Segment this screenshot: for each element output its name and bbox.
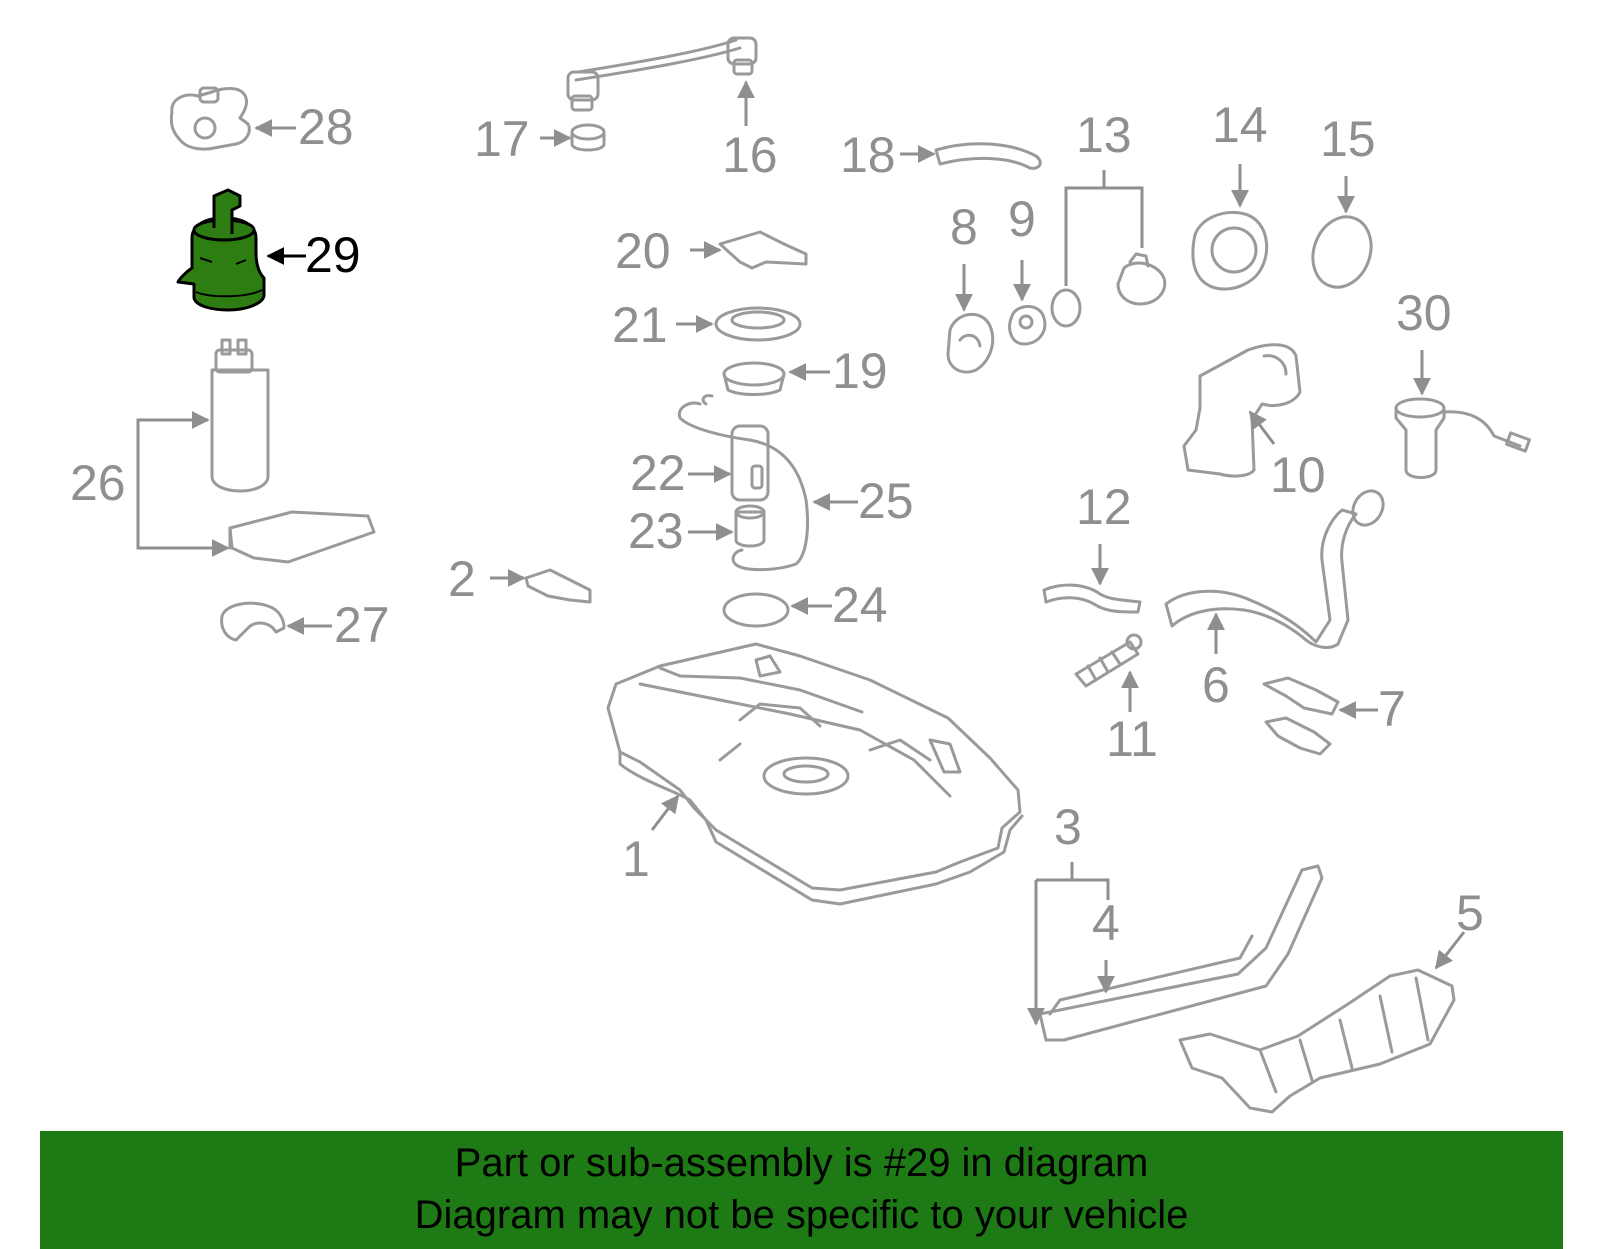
part-11-breather-hose xyxy=(1074,633,1143,688)
leader-3 xyxy=(1034,862,1110,1010)
label-26: 26 xyxy=(70,455,126,511)
label-1: 1 xyxy=(622,831,650,887)
part-13-gasket xyxy=(1050,288,1082,328)
label-22: 22 xyxy=(630,445,686,501)
label-23: 23 xyxy=(628,503,684,559)
part-18-hose xyxy=(934,142,1042,170)
label-30: 30 xyxy=(1396,285,1452,341)
part-7-bracket xyxy=(1262,676,1340,756)
notice-banner: Part or sub-assembly is #29 in diagram D… xyxy=(40,1131,1563,1249)
label-2: 2 xyxy=(448,551,476,607)
part-9-grommet xyxy=(1008,305,1047,346)
label-3: 3 xyxy=(1054,799,1082,855)
leader-26 xyxy=(136,418,226,550)
part-15-ring xyxy=(1311,215,1373,289)
label-28: 28 xyxy=(298,99,354,155)
label-8: 8 xyxy=(950,199,978,255)
label-5: 5 xyxy=(1456,885,1484,941)
part-2-bracket xyxy=(524,568,592,604)
part-14-filler-housing xyxy=(1191,210,1269,291)
label-18: 18 xyxy=(840,127,896,183)
part-19-retainer xyxy=(722,361,786,396)
label-15: 15 xyxy=(1320,111,1376,167)
part-30-sender xyxy=(1394,397,1531,479)
part-13-fuel-cap xyxy=(1116,252,1167,306)
part-20-bracket xyxy=(718,230,808,270)
label-9: 9 xyxy=(1008,191,1036,247)
label-10: 10 xyxy=(1270,447,1326,503)
part-17-grommet xyxy=(570,123,606,152)
label-25: 25 xyxy=(858,473,914,529)
part-27-clip xyxy=(220,601,286,642)
label-12: 12 xyxy=(1076,479,1132,535)
label-13: 13 xyxy=(1076,107,1132,163)
label-29: 29 xyxy=(305,227,361,283)
part-23-damper xyxy=(734,504,766,548)
banner-line-1: Part or sub-assembly is #29 in diagram xyxy=(454,1141,1149,1185)
part-5-heat-shield xyxy=(1178,968,1456,1114)
label-17: 17 xyxy=(474,111,530,167)
label-6: 6 xyxy=(1202,657,1230,713)
leader-13 xyxy=(1064,170,1144,286)
label-4: 4 xyxy=(1092,895,1120,951)
part-8-clip xyxy=(946,312,995,374)
leader-1 xyxy=(650,794,680,831)
label-11: 11 xyxy=(1106,711,1158,767)
label-7: 7 xyxy=(1378,681,1406,737)
leader-10 xyxy=(1248,410,1276,445)
part-10-filler-neck-bracket xyxy=(1182,343,1302,478)
part-22-sender-gauge xyxy=(730,424,770,502)
part-16-harness xyxy=(566,36,758,112)
banner-line-2: Diagram may not be specific to your vehi… xyxy=(414,1193,1189,1237)
part-12-hose xyxy=(1042,583,1142,614)
label-24: 24 xyxy=(832,577,888,633)
label-21: 21 xyxy=(612,297,668,353)
label-19: 19 xyxy=(832,343,888,399)
part-26-strainer xyxy=(228,510,376,564)
label-16: 16 xyxy=(722,127,778,183)
label-27: 27 xyxy=(334,597,390,653)
part-6-filler-pipe xyxy=(1164,489,1385,649)
part-26-fuel-pump xyxy=(210,338,270,493)
label-20: 20 xyxy=(615,223,671,279)
part-25-pump-bracket xyxy=(677,394,810,572)
label-14: 14 xyxy=(1212,97,1268,153)
part-29-fuel-pump-cup xyxy=(176,188,266,312)
leader-5 xyxy=(1434,931,1466,970)
part-3-strap xyxy=(1038,864,1324,1042)
part-28-bracket xyxy=(169,86,251,151)
part-1-fuel-tank xyxy=(606,642,1024,906)
part-24-gasket xyxy=(722,592,790,628)
part-21-lock-ring xyxy=(714,306,802,342)
